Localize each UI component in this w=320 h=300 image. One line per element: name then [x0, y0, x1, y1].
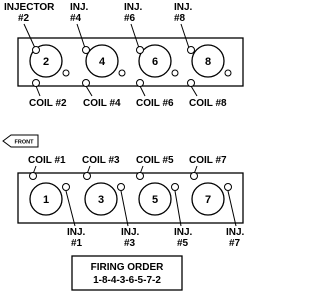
injector-2-label-line2: #2 [18, 13, 30, 24]
injector-7-label-line2: #7 [229, 238, 241, 249]
cylinder-8 [191, 44, 225, 78]
firing-order-diagram: INJECTOR #2 INJ. #4 INJ. #6 INJ. #8 2 4 … [2, 2, 245, 291]
injector-7-label-line1: INJ. [226, 227, 245, 238]
cylinder-1 [29, 182, 63, 216]
bottom-bank: COIL #1 COIL #3 COIL #5 COIL #7 1 3 5 7 [17, 155, 245, 249]
coil-2-leader [35, 85, 41, 97]
injector-1-label-line1: INJ. [67, 227, 86, 238]
coil-5-label: COIL #5 [136, 155, 174, 166]
cylinder-1-label: 1 [43, 194, 49, 206]
cylinder-8-label: 8 [205, 56, 211, 68]
injector-3-leader [120, 190, 129, 227]
injector-8-port [187, 46, 195, 54]
cylinder-7-label: 7 [205, 194, 211, 206]
firing-order-frame [71, 255, 183, 291]
cylinder-6-label: 6 [152, 56, 158, 68]
coil-6-leader [139, 85, 146, 97]
coil-4-label: COIL #4 [83, 98, 121, 109]
injector-6-label-line2: #6 [124, 13, 136, 24]
injector-6-label-line1: INJ. [124, 2, 143, 13]
coil-4-leader [85, 85, 93, 97]
injector-4-label-line2: #4 [70, 13, 82, 24]
cylinder-2-aux-port [62, 69, 70, 77]
cylinder-3 [84, 182, 118, 216]
cylinder-2-label: 2 [43, 56, 49, 68]
cylinder-4-label: 4 [99, 56, 106, 68]
injector-6-leader [130, 23, 140, 49]
cylinder-4 [85, 44, 119, 78]
injector-5-port [171, 183, 179, 191]
injector-7-port [224, 183, 232, 191]
injector-4-label-line1: INJ. [70, 2, 89, 13]
coil-7-label: COIL #7 [189, 155, 227, 166]
injector-1-label-line2: #1 [71, 238, 83, 249]
cylinder-5 [138, 182, 172, 216]
coil-7-port [190, 172, 198, 180]
cylinder-6-aux-port [171, 69, 179, 77]
top-bank-outline [17, 37, 244, 87]
coil-3-label: COIL #3 [82, 155, 120, 166]
coil-8-leader [190, 85, 198, 97]
injector-8-label-line1: INJ. [174, 2, 193, 13]
cylinder-6 [138, 44, 172, 78]
injector-8-leader [180, 23, 190, 49]
front-arrow: FRONT [2, 134, 39, 148]
coil-2-port [32, 79, 40, 87]
injector-5-leader [174, 190, 182, 227]
coil-1-label: COIL #1 [28, 155, 66, 166]
front-arrow-label: FRONT [15, 140, 35, 146]
cylinder-7 [191, 182, 225, 216]
injector-6-port [136, 46, 144, 54]
injector-2-leader [23, 23, 36, 49]
firing-order-sequence: 1-8-4-3-6-5-7-2 [93, 275, 161, 286]
injector-4-leader [76, 23, 86, 49]
coil-2-label: COIL #2 [29, 98, 67, 109]
coil-6-port [136, 79, 144, 87]
injector-5-label-line1: INJ. [174, 227, 193, 238]
coil-5-port [136, 172, 144, 180]
injector-3-label-line2: #3 [124, 238, 136, 249]
firing-order-title: FIRING ORDER [91, 262, 165, 273]
injector-2-port [32, 46, 40, 54]
cylinder-4-aux-port [118, 69, 126, 77]
coil-4-port [82, 79, 90, 87]
injector-8-label-line2: #8 [174, 13, 186, 24]
firing-order-box: FIRING ORDER 1-8-4-3-6-5-7-2 [71, 255, 183, 291]
injector-3-label-line1: INJ. [121, 227, 140, 238]
injector-1-port [62, 183, 70, 191]
coil-8-port [187, 79, 195, 87]
coil-8-label: COIL #8 [189, 98, 227, 109]
injector-4-port [82, 46, 90, 54]
coil-6-label: COIL #6 [136, 98, 174, 109]
cylinder-5-label: 5 [152, 194, 158, 206]
coil-3-port [83, 172, 91, 180]
injector-1-leader [65, 190, 76, 227]
injector-7-leader [227, 190, 237, 227]
injector-2-label-line1: INJECTOR [4, 2, 55, 13]
cylinder-8-aux-port [224, 69, 232, 77]
cylinder-3-label: 3 [98, 194, 104, 206]
injector-5-label-line2: #5 [177, 238, 189, 249]
top-bank: INJECTOR #2 INJ. #4 INJ. #6 INJ. #8 2 4 … [4, 2, 244, 109]
injector-3-port [117, 183, 125, 191]
bottom-bank-outline [17, 172, 244, 224]
coil-1-port [29, 172, 37, 180]
